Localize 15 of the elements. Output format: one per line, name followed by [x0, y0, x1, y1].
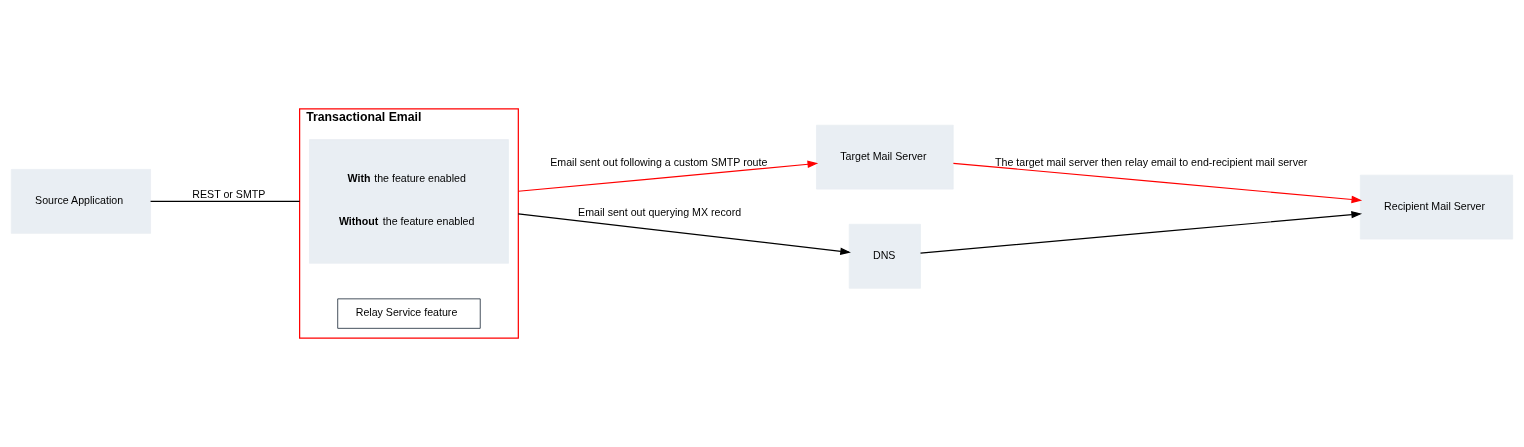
- node-box: Relay Service feature: [337, 298, 481, 329]
- node-box: With the feature enabled Without the feature enabled: [309, 139, 509, 264]
- edge-label: Email sent out following a custom SMTP route: [550, 155, 768, 168]
- node-box: Source Application: [10, 169, 151, 234]
- edge-label: Email sent out querying MX record: [578, 205, 742, 218]
- edge-label: The target mail server then relay email to end-recipient mail server: [995, 155, 1308, 168]
- arrow: [517, 213, 851, 255]
- edge-label: REST or SMTP: [192, 188, 266, 201]
- node-box: DNS: [848, 223, 921, 289]
- node-box: Target Mail Server: [816, 124, 954, 190]
- connector: [149, 200, 301, 202]
- arrow: [952, 162, 1363, 204]
- arrow: [919, 210, 1363, 254]
- arrow: [517, 160, 819, 192]
- node-box: Recipient Mail Server: [1359, 174, 1514, 240]
